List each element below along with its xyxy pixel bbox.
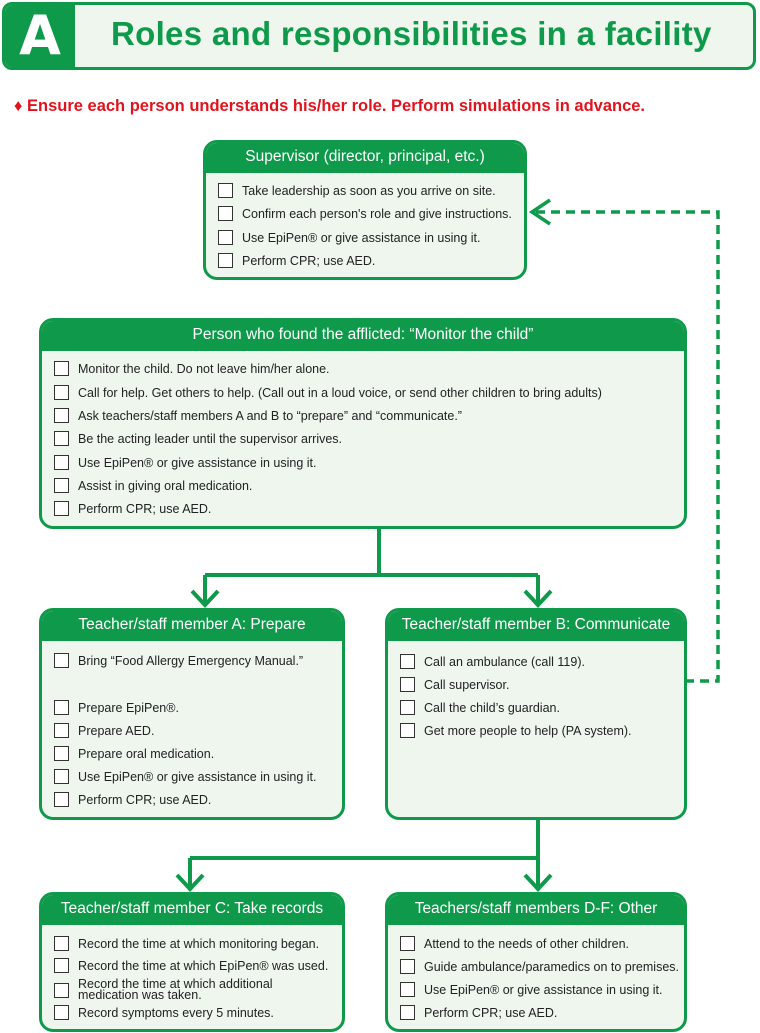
checkbox[interactable] [54,792,69,807]
supervisor-box: Supervisor (director, principal, etc.) T… [203,140,527,280]
staff-b-box: Teacher/staff member B: Communicate Call… [385,608,687,820]
checkbox[interactable] [54,408,69,423]
checklist-item[interactable]: Record the time at which monitoring bega… [54,936,319,951]
checklist-item[interactable]: Ask teachers/staff members A and B to “p… [54,408,462,423]
arrow-head-b [523,589,553,608]
checklist-item[interactable]: Use EpiPen® or give assistance in using … [54,455,317,470]
staff-a-title: Teacher/staff member A: Prepare [42,611,342,641]
checkbox[interactable] [400,723,415,738]
staff-c-title: Teacher/staff member C: Take records [42,895,342,925]
checkbox[interactable] [54,385,69,400]
checkbox[interactable] [54,361,69,376]
checklist-item[interactable]: Call the child’s guardian. [400,700,560,715]
checkbox[interactable] [54,1005,69,1020]
checklist-item[interactable]: Perform CPR; use AED. [54,792,211,807]
checklist-item[interactable]: Use EpiPen® or give assistance in using … [218,230,481,245]
checkbox[interactable] [218,206,233,221]
finder-box: Person who found the afflicted: “Monitor… [39,318,687,529]
arrow-head-supervisor [528,198,551,226]
checklist-item[interactable]: Call supervisor. [400,677,509,692]
arrow-head-a [190,589,220,608]
checkbox[interactable] [400,936,415,951]
checkbox[interactable] [54,723,69,738]
checklist-item[interactable]: Prepare AED. [54,723,154,738]
page-title: Roles and responsibilities in a facility [111,15,712,52]
checkbox[interactable] [218,230,233,245]
checklist-item[interactable]: Attend to the needs of other children. [400,936,629,951]
checkbox[interactable] [54,501,69,516]
checkbox[interactable] [54,478,69,493]
checkbox[interactable] [54,455,69,470]
checkbox[interactable] [400,700,415,715]
staff-df-box: Teachers/staff members D-F: Other Attend… [385,892,687,1032]
checkbox[interactable] [400,654,415,669]
checkbox[interactable] [400,677,415,692]
checklist-item[interactable]: Perform CPR; use AED. [218,253,375,268]
checkbox[interactable] [54,653,69,668]
section-letter: A [5,5,75,67]
checklist-item[interactable]: Record symptoms every 5 minutes. [54,1005,274,1020]
checkbox[interactable] [54,936,69,951]
arrow-head-df [523,873,553,892]
arrow-head-c [175,873,205,892]
checklist-item[interactable]: Assist in giving oral medication. [54,478,252,493]
notice-text: ♦ Ensure each person understands his/her… [14,97,646,115]
checklist-item[interactable]: Guide ambulance/paramedics on to premise… [400,959,679,974]
checklist-item[interactable]: Monitor the child. Do not leave him/her … [54,361,330,376]
checklist-item[interactable]: Prepare oral medication. [54,746,214,761]
supervisor-title: Supervisor (director, principal, etc.) [206,143,524,173]
checkbox[interactable] [54,746,69,761]
checklist-item[interactable]: Perform CPR; use AED. [400,1005,557,1020]
checklist-item[interactable]: Record the time at which EpiPen® was use… [54,958,328,973]
checkbox[interactable] [218,253,233,268]
finder-title: Person who found the afflicted: “Monitor… [42,321,684,351]
section-header: A Roles and responsibilities in a facili… [2,2,756,70]
checkbox[interactable] [54,700,69,715]
staff-a-box: Teacher/staff member A: Prepare Bring “F… [39,608,345,820]
checklist-item[interactable]: Use EpiPen® or give assistance in using … [54,769,317,784]
checklist-item[interactable]: Take leadership as soon as you arrive on… [218,183,496,198]
checklist-item[interactable]: Get more people to help (PA system). [400,723,632,738]
staff-b-title: Teacher/staff member B: Communicate [388,611,684,641]
checkbox[interactable] [400,959,415,974]
checkbox[interactable] [54,431,69,446]
checkbox[interactable] [54,769,69,784]
checkbox[interactable] [400,1005,415,1020]
checklist-item[interactable]: Use EpiPen® or give assistance in using … [400,982,663,997]
checklist-item[interactable]: Perform CPR; use AED. [54,501,211,516]
checkbox[interactable] [218,183,233,198]
checklist-item[interactable]: Call an ambulance (call 119). [400,654,585,669]
checklist-item[interactable]: Be the acting leader until the superviso… [54,431,342,446]
staff-df-title: Teachers/staff members D-F: Other [388,895,684,925]
checkbox[interactable] [54,982,69,998]
staff-c-box: Teacher/staff member C: Take records Rec… [39,892,345,1032]
checklist-item[interactable]: Call for help. Get others to help. (Call… [54,385,602,400]
checkbox[interactable] [400,982,415,997]
checklist-item[interactable]: Bring “Food Allergy Emergency Manual.” [54,653,303,668]
checklist-item[interactable]: Prepare EpiPen®. [54,700,179,715]
checklist-item[interactable]: Confirm each person's role and give inst… [218,206,512,221]
checkbox[interactable] [54,958,69,973]
